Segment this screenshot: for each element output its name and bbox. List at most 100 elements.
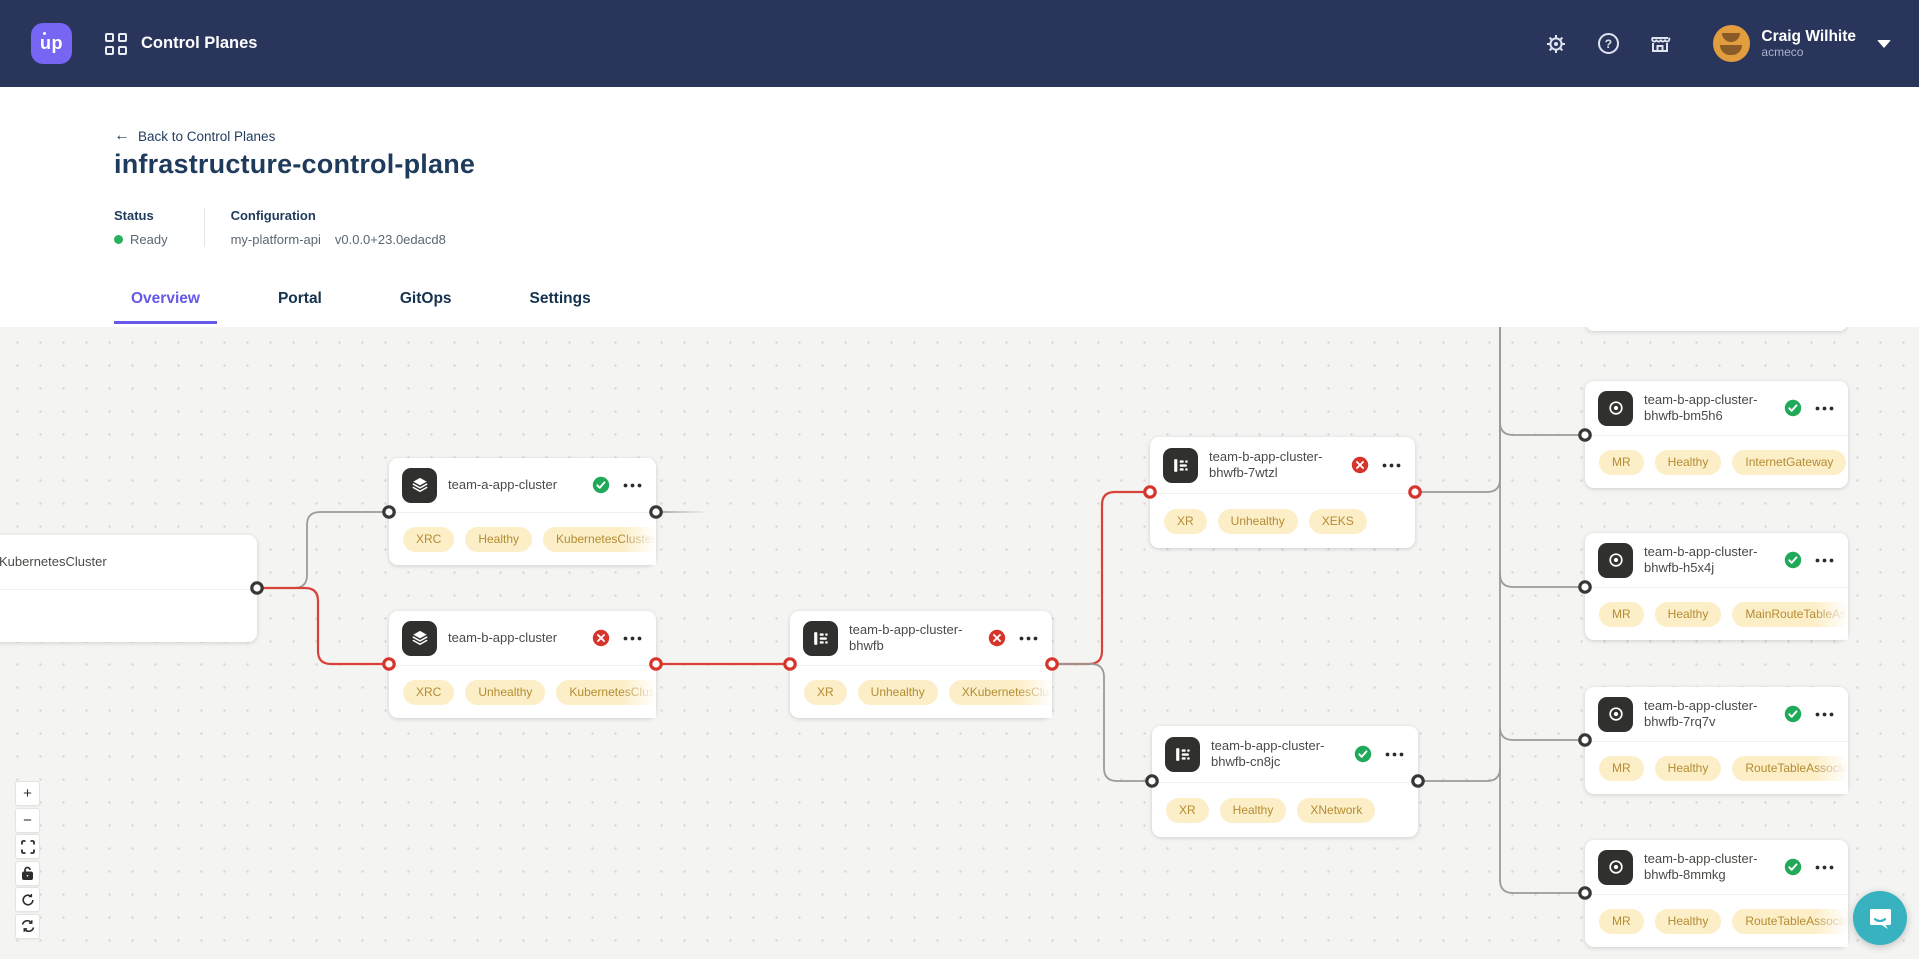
badge-Unhealthy: Unhealthy (857, 679, 938, 705)
help-icon[interactable]: ? (1595, 31, 1621, 57)
settings-gear-icon[interactable] (1543, 31, 1569, 57)
app-title: Control Planes (141, 34, 258, 52)
top-navbar: up Control Planes ? Craig Wilhite acmeco (0, 0, 1919, 87)
managed-resource-icon (1598, 542, 1633, 578)
node-menu-button[interactable] (1380, 461, 1403, 470)
badge-Healthy: Healthy (1654, 908, 1722, 934)
badge-XNetwork: XNetwork (1297, 797, 1376, 823)
page-title: infrastructure-control-plane (114, 149, 476, 179)
node-menu-button[interactable] (1813, 404, 1836, 413)
badge-Healthy: Healthy (1654, 449, 1722, 475)
status-healthy-icon (1784, 858, 1802, 876)
back-link[interactable]: ← Back to Control Planes (114, 127, 276, 144)
badge-XR: XR (804, 679, 847, 705)
node-menu-button[interactable] (1813, 556, 1836, 565)
rotate-button[interactable] (15, 887, 40, 912)
tab-overview[interactable]: Overview (114, 284, 217, 324)
node-badges: XRUnhealthyXKubernetesCluster (790, 665, 1052, 718)
status-unhealthy-icon (592, 629, 610, 647)
node-badges: XR Healthy XNetwork (1152, 782, 1418, 837)
badge-InternetGateway: InternetGateway (1732, 449, 1847, 475)
tab-portal[interactable]: Portal (277, 290, 322, 307)
badge-Unhealthy: Unhealthy (465, 679, 546, 705)
refresh-button[interactable] (15, 913, 40, 939)
fit-view-button[interactable] (15, 834, 40, 859)
status-value: Ready (114, 232, 168, 247)
graph-node-team-b-app-cluster[interactable]: team-b-app-clusterXRCUnhealthyKubernetes… (389, 611, 656, 718)
zoom-in-button[interactable]: + (15, 781, 40, 806)
node-title: team-b-app-cluster-bhwfb-bm5h6 (1644, 392, 1758, 423)
graph-node-KubernetesCluster[interactable]: KKubernetesClusterAPI (0, 535, 257, 642)
back-arrow-icon: ← (114, 127, 130, 144)
page-header: ← Back to Control Planes infrastructure-… (0, 87, 1919, 327)
status-healthy-icon (1784, 705, 1802, 723)
zoom-out-button[interactable]: − (15, 807, 40, 833)
node-menu-button[interactable] (621, 634, 644, 643)
node-menu-button[interactable] (1813, 710, 1836, 719)
badge-Healthy: Healthy (465, 526, 533, 552)
managed-resource-icon (1598, 390, 1633, 426)
badge-Healthy: Healthy (1654, 755, 1722, 781)
user-avatar (1713, 25, 1751, 62)
lock-button[interactable] (15, 860, 40, 886)
node-title: team-b-app-cluster (448, 630, 558, 645)
node-menu-button[interactable] (1813, 863, 1836, 872)
tab-gitops[interactable]: GitOps (399, 290, 452, 307)
graph-node-partial[interactable] (1585, 327, 1848, 331)
node-badges: MRHealthyRouteTableAssociation (1585, 894, 1848, 947)
node-title: team-b-app-cluster-bhwfb (849, 622, 963, 653)
chat-launcher-button[interactable] (1853, 891, 1907, 945)
badge-MR: MR (1599, 908, 1644, 934)
composite-resource-icon (1165, 736, 1200, 772)
badge-MR: MR (1599, 755, 1644, 781)
status-ready-dot (114, 235, 123, 244)
badge-XR: XR (1164, 508, 1207, 534)
user-menu[interactable]: Craig Wilhite acmeco (1713, 25, 1891, 62)
node-title: team-a-app-cluster (448, 477, 558, 492)
configuration-value: my-platform-api v0.0.0+23.0edacd8 (230, 232, 446, 247)
badge-Healthy: Healthy (1654, 601, 1722, 627)
node-badges: API (0, 589, 257, 642)
node-menu-button[interactable] (621, 481, 644, 490)
user-org: acmeco (1761, 44, 1804, 59)
layers-icon (402, 620, 437, 656)
layers-icon (402, 467, 437, 503)
marketplace-icon[interactable] (1647, 31, 1673, 57)
badge-XR: XR (1166, 797, 1209, 823)
node-menu-button[interactable] (1017, 634, 1040, 643)
status-healthy-icon (1784, 551, 1802, 569)
tab-settings[interactable]: Settings (529, 290, 591, 307)
badge-XEKS: XEKS (1308, 508, 1367, 534)
badge-Healthy: Healthy (1219, 797, 1287, 823)
status-healthy-icon (1784, 399, 1802, 417)
composite-resource-icon (1163, 447, 1198, 483)
node-title: KubernetesCluster (0, 554, 107, 569)
resource-graph-canvas[interactable]: KKubernetesClusterAPIteam-a-app-clusterX… (0, 327, 1919, 959)
node-title: team-b-app-cluster-bhwfb-7wtzl (1209, 449, 1323, 480)
chevron-down-icon (1877, 39, 1891, 48)
status-label: Status (114, 208, 154, 223)
status-healthy-icon (592, 476, 610, 494)
divider (203, 208, 205, 247)
managed-resource-icon (1598, 849, 1633, 885)
badge-MR: MR (1599, 601, 1644, 627)
node-badges: XRCUnhealthyKubernetesCluster (389, 665, 656, 718)
node-title: team-b-app-cluster-bhwfb-cn8jc (1211, 738, 1325, 769)
chat-bubble-icon (1870, 909, 1891, 929)
node-menu-button[interactable] (1383, 750, 1406, 759)
status-unhealthy-icon (988, 629, 1006, 647)
status-unhealthy-icon (1351, 456, 1369, 474)
upbound-logo[interactable]: up (31, 23, 72, 64)
node-title: team-b-app-cluster-bhwfb-8mmkg (1644, 851, 1758, 882)
node-badges: MRHealthyRouteTableAssociation (1585, 741, 1848, 794)
